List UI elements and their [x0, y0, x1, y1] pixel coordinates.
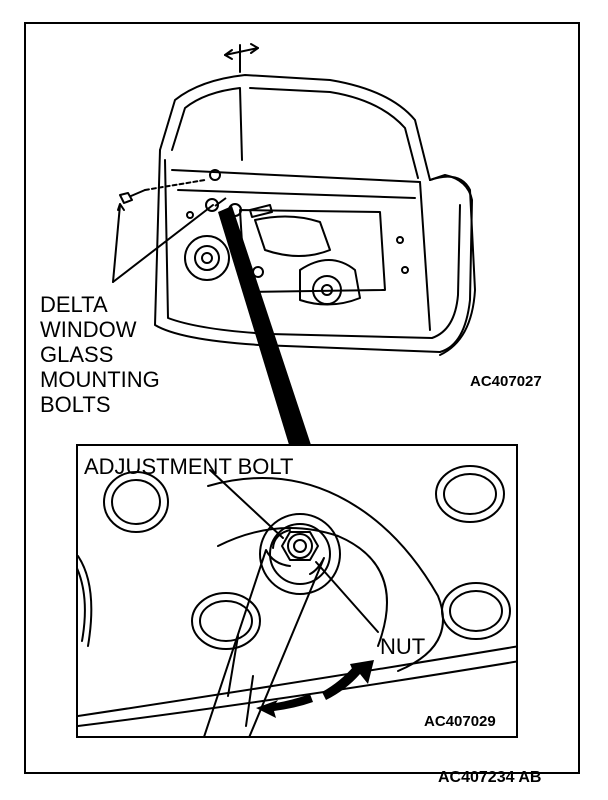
door-view-code: AC407027 — [470, 373, 542, 390]
nut-label: NUT — [380, 634, 426, 659]
mounting-bolts-label: DELTA WINDOW GLASS MOUNTING BOLTS — [40, 292, 160, 417]
page-figure-code: AC407234 AB — [438, 769, 542, 786]
figure-frame — [24, 22, 580, 774]
adjustment-bolt-label: ADJUSTMENT BOLT — [84, 454, 294, 479]
detail-view-code: AC407029 — [424, 713, 496, 730]
detail-inset: ADJUSTMENT BOLT NUT AC407029 — [76, 444, 518, 738]
detail-illustration — [78, 465, 516, 736]
